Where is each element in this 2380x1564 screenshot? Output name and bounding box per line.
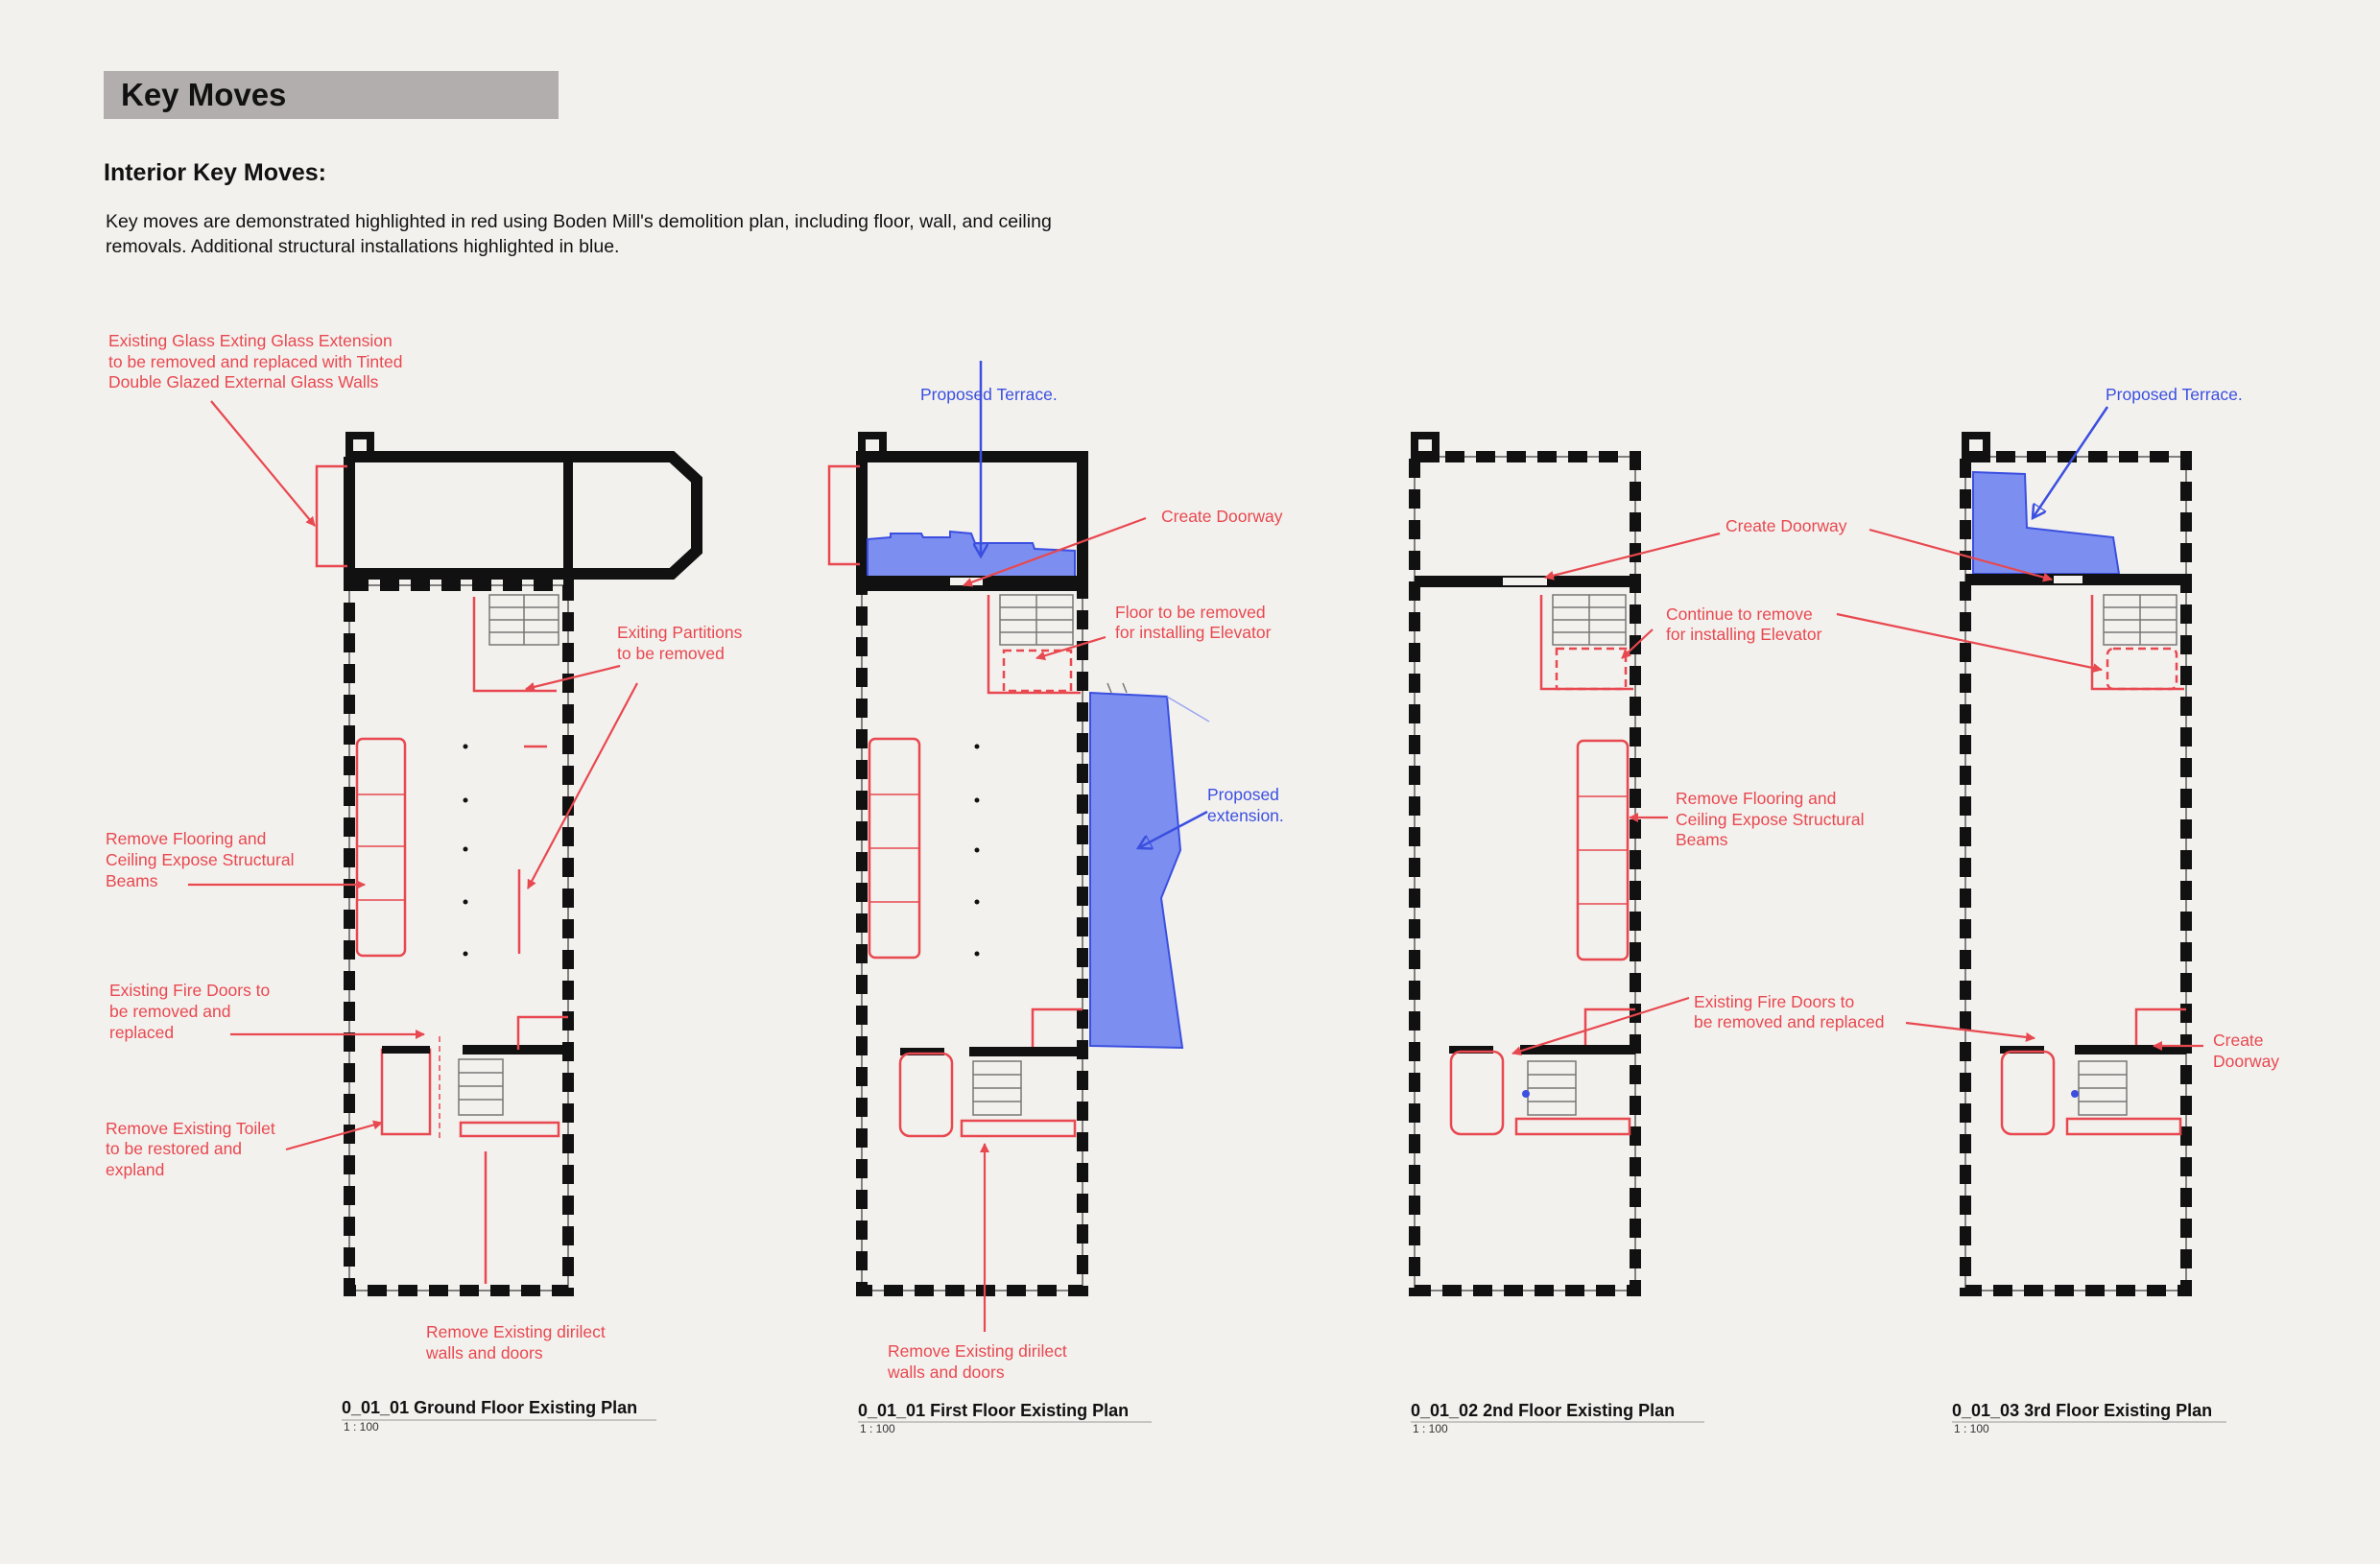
ann-walls-line2: walls and doors [425, 1343, 543, 1363]
ann-terrace-first: Proposed Terrace. [920, 385, 1058, 404]
ann-extension-line2: extension. [1207, 806, 1284, 825]
ann-elevator-line1: Floor to be removed [1115, 603, 1266, 622]
ann-doorway-first: Create Doorway [1161, 507, 1283, 526]
ann-walls-line1: Remove Existing dirilect [426, 1322, 606, 1341]
ann-glass-extension-line2: to be removed and replaced with Tinted [108, 352, 402, 371]
ann-extension-line1: Proposed [1207, 785, 1279, 804]
ann-flooring-second-line2: Ceiling Expose Structural [1676, 810, 1864, 829]
ann-elevator-line2: for installing Elevator [1115, 623, 1272, 642]
scale-third: 1 : 100 [1954, 1422, 1989, 1435]
ann-fire-doors-line2: be removed and [109, 1002, 230, 1021]
ann-doorway-third-line2: Doorway [2213, 1052, 2279, 1071]
ann-fire-doors-line3: replaced [109, 1023, 174, 1042]
scale-ground: 1 : 100 [344, 1420, 379, 1434]
caption-third: 0_01_03 3rd Floor Existing Plan [1952, 1401, 2212, 1420]
plan-second-floor: Create Doorway Continue to remove for in… [1409, 432, 1884, 1435]
ann-toilet-line1: Remove Existing Toilet [106, 1119, 275, 1138]
scale-second: 1 : 100 [1413, 1422, 1448, 1435]
ann-flooring-line3: Beams [106, 871, 158, 890]
plan-third-floor: Proposed Terrace. Create Doorway 0_01_03… [1836, 385, 2279, 1435]
ann-walls-first-line1: Remove Existing dirilect [888, 1341, 1067, 1361]
title-bar: Key Moves [104, 71, 559, 119]
caption-second: 0_01_02 2nd Floor Existing Plan [1411, 1401, 1675, 1420]
plan-first-floor: Proposed Terrace. Create Doorway Floor t… [827, 361, 1284, 1435]
ann-walls-first-line2: walls and doors [887, 1363, 1005, 1382]
plan-ground-floor: Existing Glass Exting Glass Extension to… [106, 331, 743, 1434]
ann-partitions-line2: to be removed [617, 644, 725, 663]
ann-partitions-line1: Exiting Partitions [617, 623, 743, 642]
scale-first: 1 : 100 [860, 1422, 895, 1435]
ann-terrace-third: Proposed Terrace. [2106, 385, 2243, 404]
ann-flooring-line2: Ceiling Expose Structural [106, 850, 294, 869]
ann-fire-second-line2: be removed and replaced [1694, 1012, 1884, 1031]
ann-flooring-second-line3: Beams [1676, 830, 1728, 849]
ann-flooring-second-line1: Remove Flooring and [1676, 789, 1836, 808]
ann-toilet-line3: expland [106, 1160, 164, 1179]
ann-fire-doors-line1: Existing Fire Doors to [109, 981, 270, 1000]
ann-glass-extension-line1: Existing Glass Exting Glass Extension [108, 331, 393, 350]
ann-flooring-line1: Remove Flooring and [106, 829, 266, 848]
section-heading: Interior Key Moves: [104, 159, 327, 186]
ann-fire-second-line1: Existing Fire Doors to [1694, 992, 1854, 1011]
caption-ground: 0_01_01 Ground Floor Existing Plan [342, 1398, 637, 1417]
ann-continue-line2: for installing Elevator [1666, 625, 1822, 644]
caption-first: 0_01_01 First Floor Existing Plan [858, 1401, 1129, 1420]
ann-toilet-line2: to be restored and [106, 1139, 242, 1158]
ann-glass-extension-line3: Double Glazed External Glass Walls [108, 372, 379, 391]
ann-continue-line1: Continue to remove [1666, 604, 1813, 624]
ann-doorway-third-line1: Create [2213, 1031, 2264, 1050]
description: Key moves are demonstrated highlighted i… [106, 211, 1052, 257]
ann-doorway-second: Create Doorway [1726, 516, 1847, 535]
page-title: Key Moves [121, 77, 287, 112]
